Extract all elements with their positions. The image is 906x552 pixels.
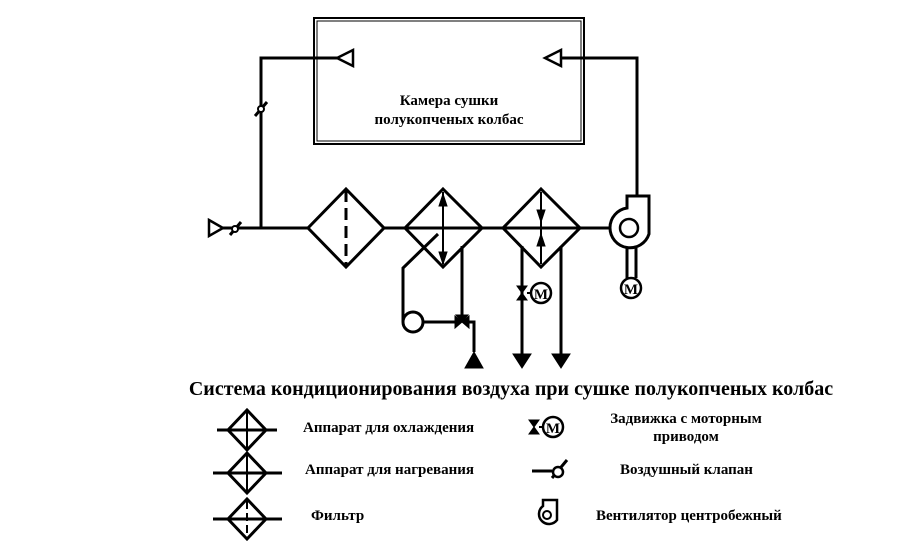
legend-damper-symbol [532,459,569,479]
chamber-label-line1: Камера сушки [399,93,499,109]
centrifugal-fan-icon: М [608,194,651,300]
heater-unit [500,186,583,270]
filter-unit [305,186,387,270]
cooler-unit [402,186,485,270]
return-air-duct [253,47,355,228]
chamber-label-line2: полукопченых колбас [374,112,524,128]
diagram-caption: Система кондиционирования воздуха при су… [188,378,834,400]
legend-motor-letter: М [546,421,560,437]
fresh-air-inlet [207,217,308,239]
supply-air-duct [542,47,639,196]
legend-filter-label: Фильтр [311,508,365,524]
legend-valve-symbol: М [528,415,565,439]
drying-chamber [313,17,585,145]
cooler-piping [401,232,484,369]
legend-cooler-symbol [217,407,277,453]
legend-filter-symbol [213,496,282,542]
legend-fan-label: Вентилятор центробежный [596,508,782,524]
air-damper-icon [253,101,269,117]
inlet-damper-icon [228,221,243,236]
legend-heater-label: Аппарат для нагревания [305,462,475,478]
three-way-valve-icon [454,314,470,330]
legend-fan-symbol [537,498,559,526]
motor-letter: М [534,287,548,303]
legend-valve-label-line2: приводом [653,429,719,445]
motorized-valve-icon: М [516,281,553,305]
fan-motor-letter: М [624,282,638,298]
legend-damper-label: Воздушный клапан [620,462,753,478]
legend-cooler-label: Аппарат для охлаждения [303,420,475,436]
heater-piping: М [512,246,571,369]
legend-valve-label-line1: Задвижка с моторным [610,411,762,427]
legend-heater-symbol [213,450,282,496]
